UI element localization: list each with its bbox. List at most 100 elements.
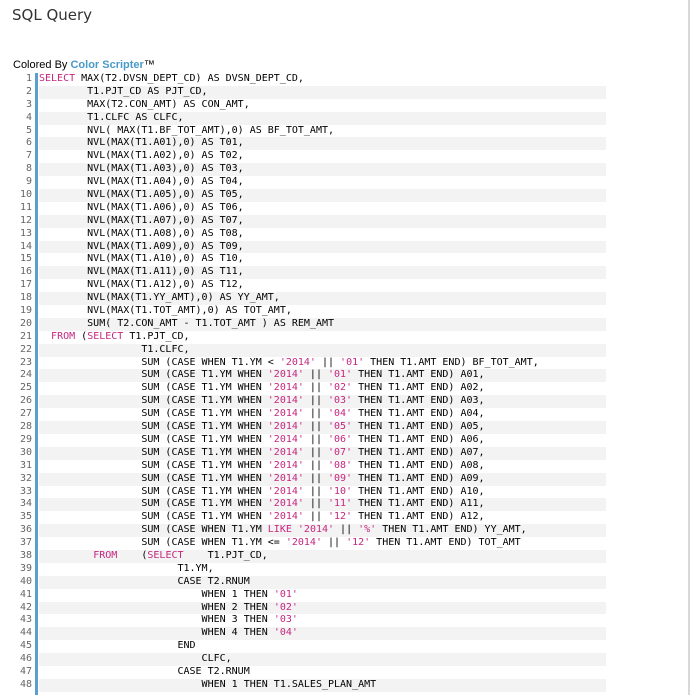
string-literal: '2014' [267,395,304,407]
code-text: T1.YM, [39,562,214,574]
code-text: || [303,382,328,394]
code-text: THEN T1.AMT END) A03, [352,395,485,407]
string-literal: '09' [328,472,353,484]
code-text: || [303,421,328,433]
code-text: || [303,498,328,510]
code-text: THEN T1.AMT END) A08, [352,459,485,471]
code-text: NVL(MAX(T1.A03),0) AS T03, [39,163,244,175]
code-line: T1.CLFC, [39,343,606,357]
string-literal: '06' [328,433,353,445]
line-number: 38 [19,549,32,561]
string-literal: '04' [273,627,298,639]
code-text: END [39,640,196,652]
code-text: NVL(MAX(T1.A11),0) AS T11, [39,266,244,278]
code-line: SUM (CASE T1.YM WHEN '2014' || '07' THEN… [39,446,606,460]
credit-prefix: Colored By [13,59,71,71]
code-text: THEN T1.AMT END) A04, [352,408,485,420]
line-number: 23 [19,356,32,368]
code-text: NVL(MAX(T1.TOT_AMT),0) AS TOT_AMT, [39,305,292,317]
code-line: SUM (CASE T1.YM WHEN '2014' || '04' THEN… [39,408,606,421]
string-literal: '2014' [267,446,304,458]
code-text: SUM (CASE WHEN T1.YM <= [39,537,286,549]
string-literal: '01' [328,369,353,381]
code-text: SUM (CASE T1.YM WHEN [39,498,268,510]
line-number: 48 [19,678,32,690]
line-number: 28 [19,421,32,433]
code-line: SUM (CASE T1.YM WHEN '2014' || '06' THEN… [39,434,606,447]
code-line: CASE T2.RNUM [39,575,606,589]
code-text: NVL(MAX(T1.A12),0) AS T12, [39,279,244,291]
line-number: 14 [19,240,32,252]
code-line: NVL(MAX(T1.A10),0) AS T10, [39,253,606,266]
code-text: SUM (CASE T1.YM WHEN [39,421,268,433]
line-number: 31 [19,459,32,471]
line-number: 35 [19,511,32,523]
code-text: THEN T1.AMT END) YY_AMT, [376,524,527,536]
code-line: FROM (SELECT T1.PJT_CD, [39,331,606,344]
code-line: CLFC, [39,653,606,666]
code-line: WHEN 3 THEN '03' [39,614,606,627]
code-line: SUM (CASE WHEN T1.YM LIKE '2014' || '%' … [39,524,606,538]
code-text: THEN T1.AMT END) A11, [352,498,485,510]
color-scripter-link[interactable]: Color Scripter [70,59,144,71]
code-text: CASE T2.RNUM [39,665,250,677]
string-literal: '07' [328,446,353,458]
sql-keyword: LIKE [267,524,292,536]
code-text: NVL(MAX(T1.A04),0) AS T04, [39,176,244,188]
line-number: 39 [19,562,32,574]
line-number: 34 [19,498,32,510]
code-line: SUM (CASE T1.YM WHEN '2014' || '05' THEN… [39,421,606,434]
line-number: 42 [19,601,32,613]
string-literal: '02' [273,601,298,613]
trademark-symbol: ™ [143,59,155,71]
code-text: T1.PJT_CD, [183,549,268,561]
string-literal: '11' [328,498,353,510]
string-literal: '2014' [267,498,304,510]
line-number: 21 [19,330,32,342]
line-number: 6 [25,137,32,149]
string-literal: '02' [328,382,353,394]
code-text: T1.PJT_CD AS PJT_CD, [39,85,208,97]
code-line: WHEN 1 THEN '01' [39,589,606,602]
string-literal: '2014' [267,421,304,433]
code-line: NVL(MAX(T1.A07),0) AS T07, [39,214,606,228]
code-text: THEN T1.AMT END) A05, [352,421,485,433]
code-text: CASE T2.RNUM [39,575,250,587]
code-line: NVL( MAX(T1.BF_TOT_AMT),0) AS BF_TOT_AMT… [39,125,606,138]
code-text: SUM (CASE T1.YM WHEN [39,408,268,420]
code-text: SUM (CASE T1.YM WHEN [39,446,268,458]
string-literal: '2014' [267,472,304,484]
code-line: NVL(MAX(T1.A04),0) AS T04, [39,176,606,189]
line-number: 24 [19,369,32,381]
line-number: 32 [19,472,32,484]
code-line: T1.CLFC AS CLFC, [39,111,606,125]
code-text: SUM (CASE WHEN T1.YM [39,524,268,536]
string-literal: '03' [328,395,353,407]
string-literal: '01' [273,588,298,600]
code-text: WHEN 4 THEN [39,627,274,639]
string-literal: '03' [273,614,298,626]
code-text: THEN T1.AMT END) A10, [352,485,485,497]
code-line: SUM (CASE T1.YM WHEN '2014' || '09' THEN… [39,472,606,486]
code-line: NVL(MAX(T1.A03),0) AS T03, [39,163,606,177]
sql-keyword: SELECT [87,330,124,342]
code-line: WHEN 2 THEN '02' [39,601,606,615]
line-number: 2 [25,85,32,97]
code-text: || [303,446,328,458]
string-literal: '2014' [267,408,304,420]
line-number: 30 [19,446,32,458]
string-literal: '2014' [267,459,304,471]
code-line: CASE T2.RNUM [39,666,606,679]
code-text: NVL(MAX(T1.A06),0) AS T06, [39,201,244,213]
code-text: || [303,408,328,420]
string-literal: '2014' [267,485,304,497]
code-line: MAX(T2.CON_AMT) AS CON_AMT, [39,99,606,112]
line-number: 25 [19,382,32,394]
line-number: 12 [19,214,32,226]
line-number: 44 [19,627,32,639]
code-text: NVL(MAX(T1.A09),0) AS T09, [39,240,244,252]
code-text: || [303,433,328,445]
code-text: THEN T1.AMT END) A07, [352,446,485,458]
code-text: T1.CLFC, [39,343,190,355]
sql-keyword: FROM [93,549,118,561]
